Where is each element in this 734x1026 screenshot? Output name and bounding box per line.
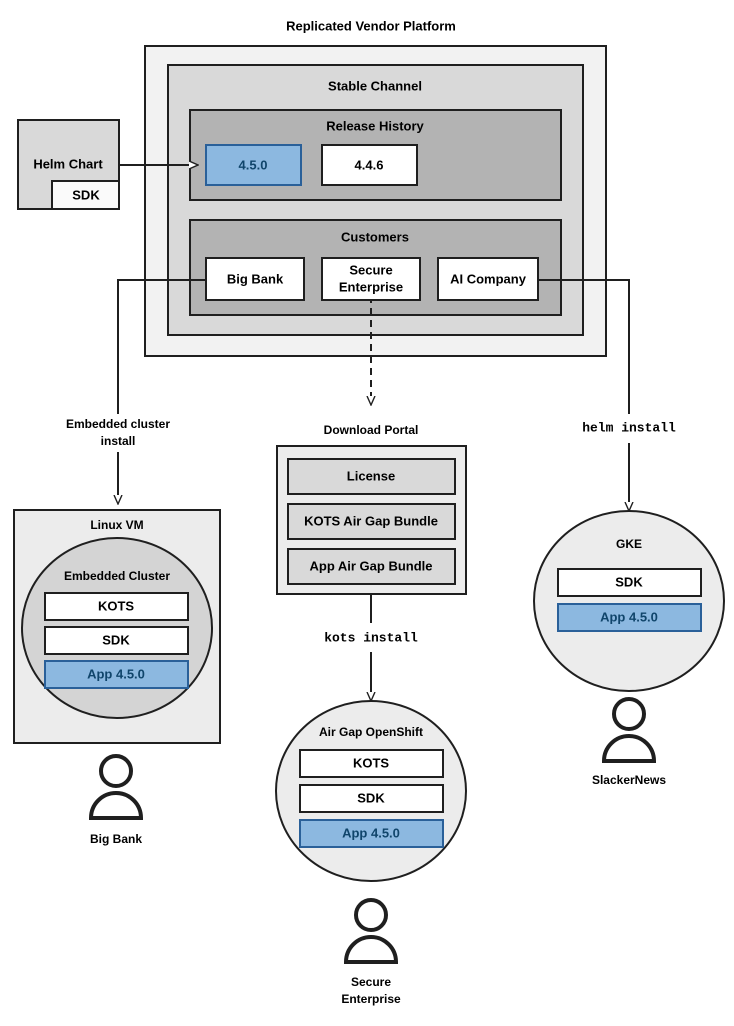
actor-icon-secure-enterprise — [343, 898, 399, 964]
helm-chart-label: Helm Chart — [33, 156, 103, 171]
customer-box-secure-enterprise[interactable] — [321, 257, 421, 301]
portal-artifact-license-label: License — [347, 468, 395, 483]
gke-label: GKE — [616, 537, 642, 551]
actor-icon-big-bank — [88, 754, 144, 820]
portal-artifact-app-bundle-label: App Air Gap Bundle — [309, 558, 432, 573]
gke-component-app[interactable] — [557, 603, 702, 632]
helm-chart-sdk-box[interactable] — [51, 180, 120, 210]
vm-component-sdk-label: SDK — [102, 632, 130, 647]
gke-circle — [533, 510, 725, 692]
actor-label-secure-enterprise-line2: Enterprise — [341, 992, 401, 1006]
actor-label-secure-enterprise-line1: Secure — [351, 975, 391, 989]
customers-label: Customers — [341, 229, 409, 244]
openshift-component-app[interactable] — [299, 819, 444, 848]
openshift-component-kots-label: KOTS — [353, 755, 389, 770]
linux-vm-label: Linux VM — [90, 518, 143, 532]
connector-ai-company-to-gke — [538, 279, 630, 414]
portal-artifact-license[interactable] — [287, 458, 456, 495]
customer-label-ai-company: AI Company — [450, 271, 527, 286]
openshift-component-kots[interactable] — [299, 749, 444, 778]
helm-chart-sdk-label: SDK — [72, 187, 100, 202]
release-version-4-4-6: 4.4.6 — [355, 157, 384, 172]
portal-artifact-kots-bundle-label: KOTS Air Gap Bundle — [304, 513, 438, 528]
vm-component-app[interactable] — [44, 660, 189, 689]
gke-component-sdk-label: SDK — [615, 574, 643, 589]
openshift-component-sdk-label: SDK — [357, 790, 385, 805]
actor-icon-slackernews — [601, 697, 657, 763]
vm-component-app-label: App 4.5.0 — [87, 666, 145, 681]
release-version-4-5-0: 4.5.0 — [239, 157, 268, 172]
customer-box-ai-company[interactable] — [437, 257, 539, 301]
page-title: Replicated Vendor Platform — [286, 18, 456, 33]
download-portal-label: Download Portal — [324, 423, 419, 437]
gke-component-app-label: App 4.5.0 — [600, 609, 658, 624]
customer-box-big-bank[interactable] — [205, 257, 305, 301]
kots-install-label: kots install — [324, 630, 418, 645]
customer-label-secure-enterprise-line1: Secure — [349, 262, 392, 277]
actor-label-big-bank: Big Bank — [90, 832, 142, 846]
portal-artifact-kots-bundle[interactable] — [287, 503, 456, 540]
embedded-cluster-install-label-line2: install — [101, 434, 136, 448]
actor-label-slackernews: SlackerNews — [592, 773, 666, 787]
gke-component-sdk[interactable] — [557, 568, 702, 597]
embedded-cluster-install-label-line1: Embedded cluster — [66, 417, 170, 431]
vm-component-kots-label: KOTS — [98, 598, 134, 613]
openshift-component-sdk[interactable] — [299, 784, 444, 813]
release-history-label: Release History — [326, 118, 424, 133]
connector-big-bank-to-vm — [117, 279, 206, 414]
customer-label-big-bank: Big Bank — [227, 271, 284, 286]
vm-component-kots[interactable] — [44, 592, 189, 621]
portal-artifact-app-bundle[interactable] — [287, 548, 456, 585]
stable-channel-label: Stable Channel — [328, 78, 422, 93]
vm-component-sdk[interactable] — [44, 626, 189, 655]
release-box-4-4-6[interactable] — [321, 144, 418, 186]
air-gap-openshift-label: Air Gap OpenShift — [319, 725, 423, 739]
customer-label-secure-enterprise-line2: Enterprise — [339, 279, 403, 294]
helm-install-label: helm install — [582, 420, 676, 435]
release-box-4-5-0[interactable] — [205, 144, 302, 186]
embedded-cluster-label: Embedded Cluster — [64, 569, 170, 583]
openshift-component-app-label: App 4.5.0 — [342, 825, 400, 840]
